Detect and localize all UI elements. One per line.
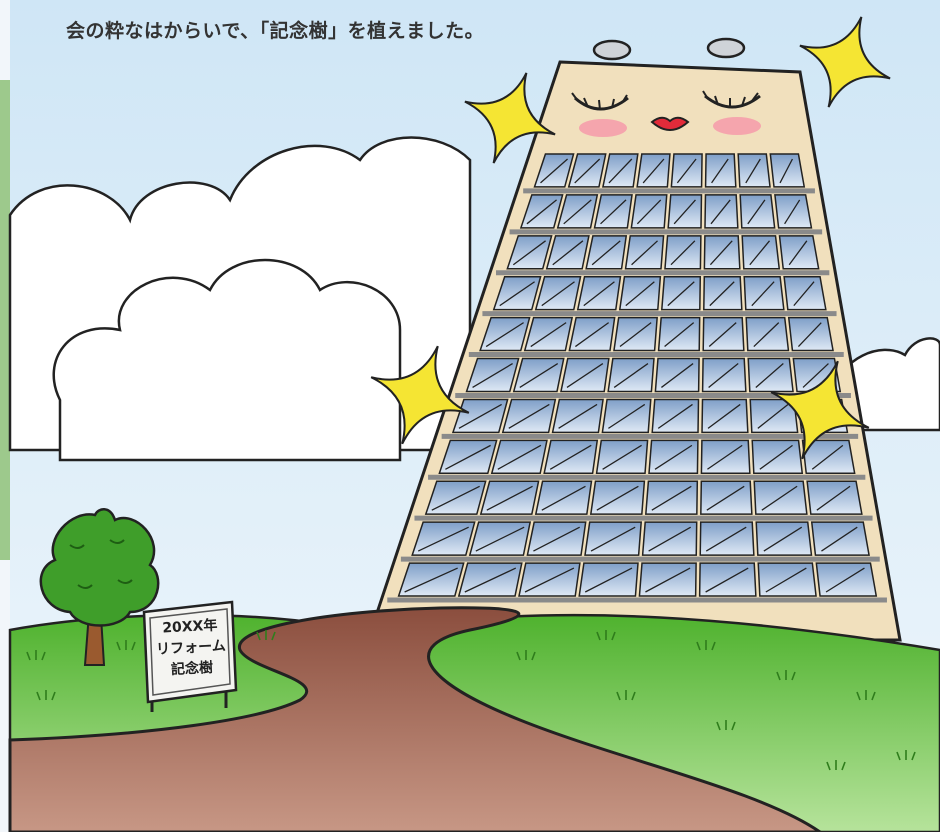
right-cheek	[713, 117, 761, 135]
dirt-path	[8, 606, 823, 832]
sign-line-memorial-tree: 記念樹	[170, 659, 214, 679]
lips	[650, 116, 690, 131]
grass-tufts	[26, 630, 916, 771]
right-eye	[704, 94, 761, 109]
cloud-left	[8, 136, 472, 462]
memorial-sign	[142, 600, 238, 712]
sparkle	[370, 345, 470, 445]
caption-text: 会の粋なはからいで、「記念樹」を植えました。	[66, 20, 485, 42]
sign-text: 20XX年 リフォーム 記念樹	[148, 615, 233, 682]
sparkle	[464, 72, 556, 164]
building-windows	[387, 153, 887, 603]
sparkle	[799, 16, 891, 108]
sparkle	[770, 360, 870, 460]
sparkles	[370, 16, 891, 460]
sign-line-reform: リフォーム	[155, 638, 227, 658]
left-cheek	[579, 119, 627, 137]
building-window	[769, 153, 806, 188]
tree	[39, 508, 160, 666]
